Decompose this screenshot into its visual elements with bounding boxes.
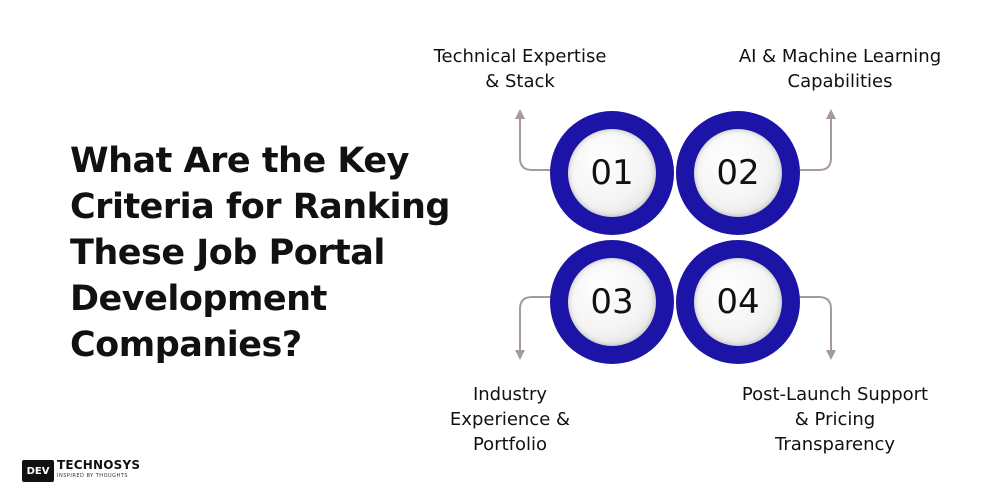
step-circle-3: 03 <box>550 240 674 364</box>
step-circle-1: 01 <box>550 111 674 235</box>
step-number-1: 01 <box>568 129 656 217</box>
label-line: & Pricing <box>794 409 876 430</box>
connector-arrow-3 <box>515 296 557 360</box>
label-line: Transparency <box>774 434 896 455</box>
title-line: Criteria for Ranking <box>70 187 450 227</box>
step-label-2: AI & Machine Learning Capabilities <box>730 44 950 94</box>
step-number-3: 03 <box>568 258 656 346</box>
label-line: Portfolio <box>472 434 548 455</box>
logo-tagline: INSPIRED BY THOUGHTS <box>57 473 129 479</box>
logo-mark: DEV <box>22 460 54 482</box>
logo-name: TECHNOSYS <box>57 458 141 472</box>
label-line: & Stack <box>485 71 555 92</box>
label-line: Capabilities <box>787 71 893 92</box>
connector-arrow-2 <box>794 109 836 171</box>
label-line: Industry <box>472 384 548 405</box>
label-line: Experience & <box>449 409 571 430</box>
page-title: What Are the Key Criteria for Ranking Th… <box>70 138 450 368</box>
brand-logo: DEV TECHNOSYS INSPIRED BY THOUGHTS <box>22 459 140 483</box>
label-line: AI & Machine Learning <box>738 46 942 67</box>
title-line: What Are the Key <box>70 141 409 181</box>
step-number-4: 04 <box>694 258 782 346</box>
step-circle-2: 02 <box>676 111 800 235</box>
connector-arrow-1 <box>515 109 557 171</box>
step-label-4: Post-Launch Support & Pricing Transparen… <box>720 382 950 457</box>
step-circle-4: 04 <box>676 240 800 364</box>
label-line: Post-Launch Support <box>741 384 929 405</box>
title-line: Development <box>70 279 327 319</box>
title-line: These Job Portal <box>70 233 385 273</box>
logo-text: TECHNOSYS INSPIRED BY THOUGHTS <box>57 458 141 482</box>
label-line: Technical Expertise <box>433 46 607 67</box>
title-line: Companies? <box>70 325 302 365</box>
step-label-1: Technical Expertise & Stack <box>410 44 630 94</box>
connector-arrow-4 <box>794 296 836 360</box>
step-label-3: Industry Experience & Portfolio <box>430 382 590 457</box>
step-number-2: 02 <box>694 129 782 217</box>
